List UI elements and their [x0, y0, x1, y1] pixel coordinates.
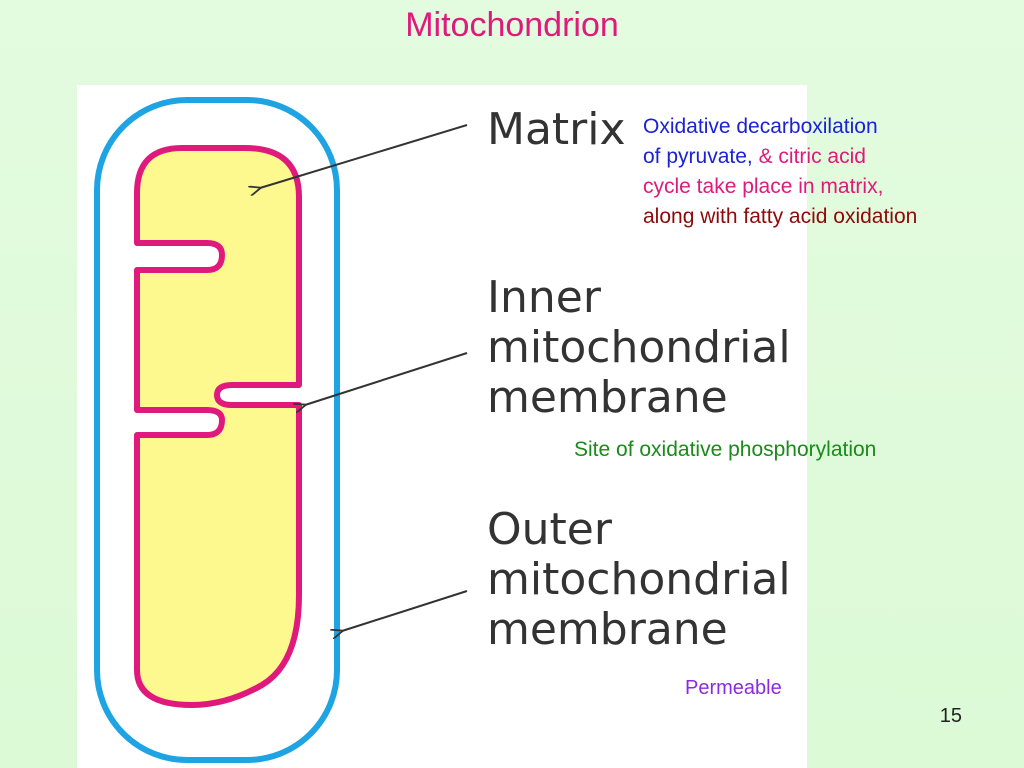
- inner-membrane-arrow: [305, 352, 468, 405]
- matrix-note-line4: along with fatty acid oxidation: [643, 205, 918, 228]
- inner-membrane: [134, 145, 302, 708]
- matrix-note: Oxidative decarboxilation of pyruvate, &…: [643, 112, 917, 232]
- inner-label-line2: mitochondrial: [487, 322, 791, 373]
- matrix-note-line2a: of pyruvate,: [643, 145, 759, 168]
- matrix-note-line1: Oxidative decarboxilation: [643, 115, 878, 138]
- matrix-note-line2b: & citric acid: [758, 145, 866, 168]
- outer-membrane-note: Permeable: [685, 677, 782, 699]
- mitochondrion-diagram: Matrix Inner mitochondrial membrane Oute…: [77, 85, 807, 768]
- diagram-drawing: [94, 97, 468, 763]
- outer-membrane-label: Outer mitochondrial membrane: [487, 505, 791, 655]
- matrix-note-line3: cycle take place in matrix,: [643, 175, 884, 198]
- outer-label-line1: Outer: [487, 504, 612, 555]
- outer-membrane-arrow: [342, 590, 468, 631]
- inner-label-line3: membrane: [487, 372, 728, 423]
- matrix-arrow: [260, 124, 468, 188]
- page-number: 15: [939, 705, 962, 727]
- outer-label-line2: mitochondrial: [487, 554, 791, 605]
- matrix-note-line2: of pyruvate, & citric acid: [643, 142, 917, 172]
- inner-label-line1: Inner: [487, 272, 601, 323]
- slide-title: Mitochondrion: [405, 6, 619, 44]
- outer-label-line3: membrane: [487, 604, 728, 655]
- matrix-label: Matrix: [487, 104, 626, 155]
- inner-membrane-note: Site of oxidative phosphorylation: [574, 438, 877, 461]
- inner-membrane-label: Inner mitochondrial membrane: [487, 273, 791, 423]
